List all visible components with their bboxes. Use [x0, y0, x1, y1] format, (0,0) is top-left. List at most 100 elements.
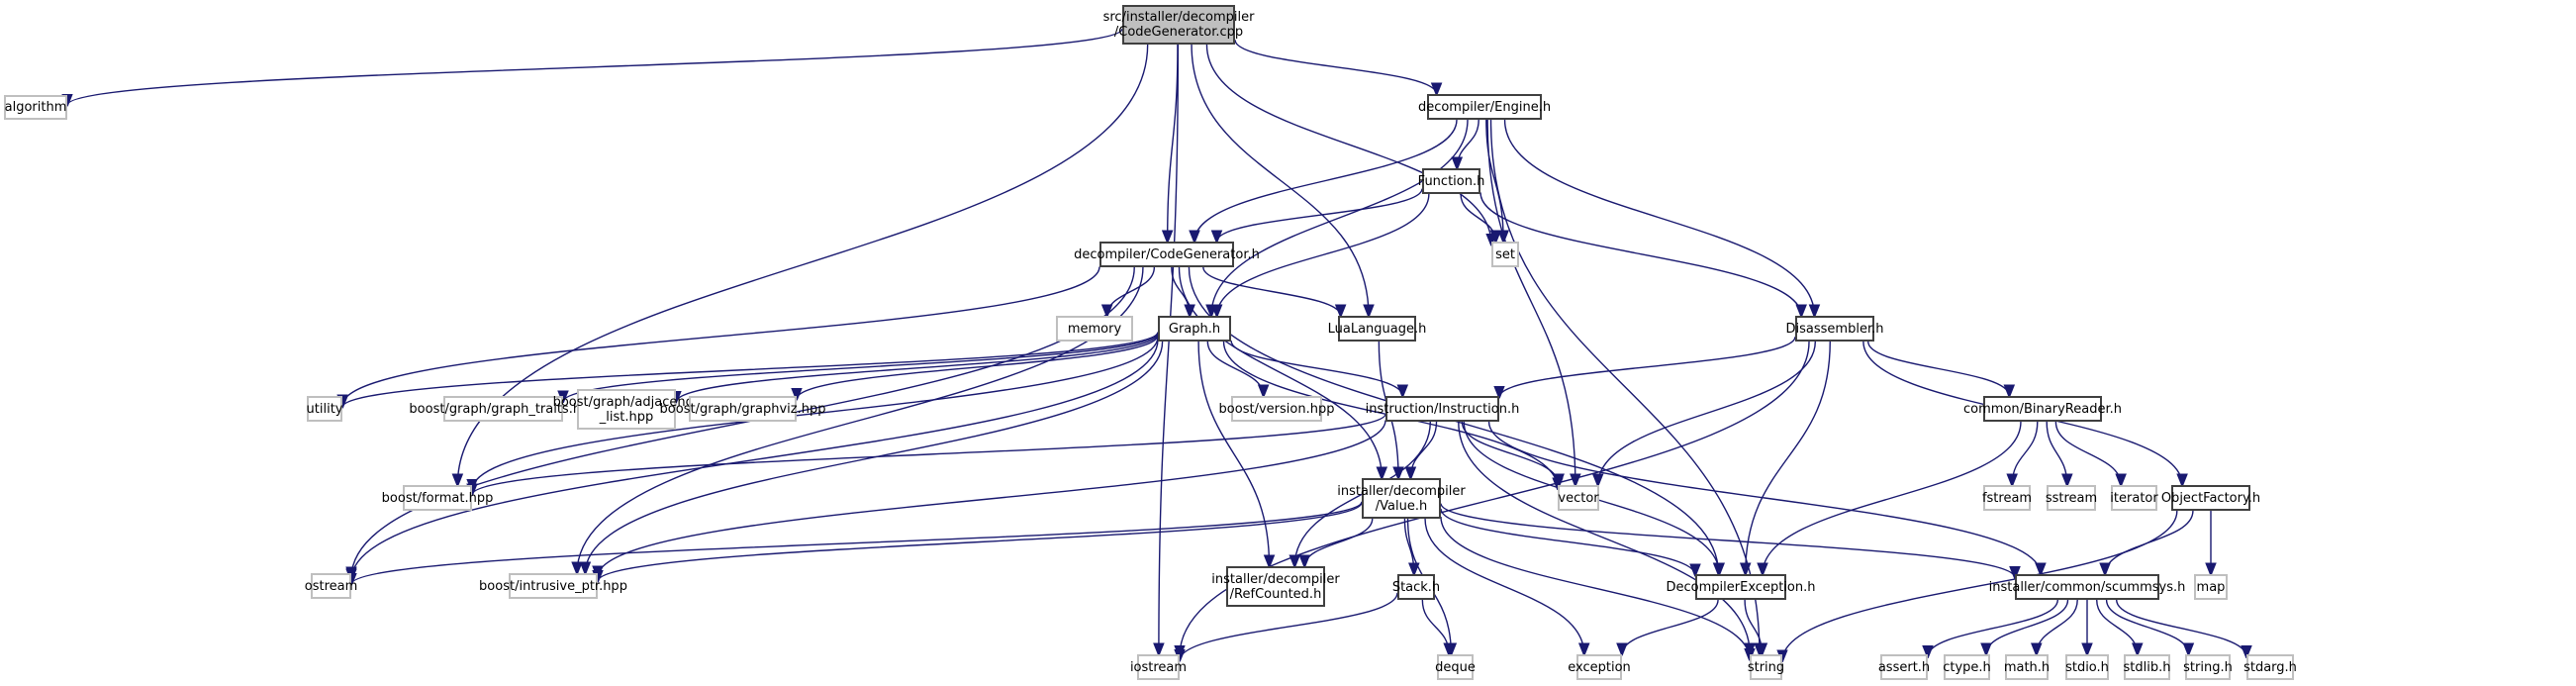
edge-root-to-codegen_h: [1168, 44, 1179, 242]
node-boost-graphviz[interactable]: boost/graph/graphviz.hpp: [660, 396, 825, 422]
node-instruction-h[interactable]: instruction/Instruction.h: [1366, 396, 1519, 422]
node-math-h[interactable]: math.h: [2004, 654, 2050, 680]
edge-instruction-to-string: [1458, 421, 1750, 654]
edge-stack-to-iostream: [1180, 592, 1398, 660]
node-fstream[interactable]: fstream: [1982, 485, 2032, 511]
edge-graph-to-version: [1206, 341, 1263, 396]
node-disassembler-h[interactable]: Disassembler.h: [1786, 316, 1883, 342]
node-ctype-h[interactable]: ctype.h: [1943, 654, 1991, 680]
edge-function-to-disasm: [1479, 192, 1801, 316]
edge-graph-to-refcounted: [1197, 341, 1269, 566]
edge-codegen_h-to-lualang: [1202, 266, 1341, 316]
node-string[interactable]: string: [1748, 654, 1784, 680]
edge-engine-to-vector: [1486, 119, 1575, 485]
node-refcounted-h[interactable]: installer/decompiler /RefCounted.h: [1211, 566, 1340, 607]
edge-disasm-to-vector: [1598, 341, 1817, 485]
node-stack-h[interactable]: Stack.h: [1392, 574, 1440, 600]
node-assert-h[interactable]: assert.h: [1878, 654, 1930, 680]
node-vector[interactable]: vector: [1558, 485, 1599, 511]
edge-scummsys-to-stdarg: [2115, 599, 2246, 656]
node-set[interactable]: set: [1491, 242, 1519, 267]
edge-scummsys-to-string_h: [2105, 599, 2189, 654]
edge-value-to-string: [1440, 517, 1750, 659]
node-stdio-h[interactable]: stdio.h: [2065, 654, 2109, 680]
edge-engine-to-graph: [1211, 119, 1469, 316]
edge-graph-to-ostream: [351, 340, 1159, 580]
node-engine-h[interactable]: decompiler/Engine.h: [1418, 94, 1551, 120]
node-boost-intrusive-ptr[interactable]: boost/intrusive_ptr.hpp: [479, 573, 627, 599]
edge-binreader-to-iterator: [2054, 421, 2121, 485]
edge-codegen_h-to-memory: [1107, 266, 1156, 316]
node-exception[interactable]: exception: [1568, 654, 1631, 680]
node-memory[interactable]: memory: [1056, 316, 1133, 342]
node-root-codegenerator-cpp[interactable]: src/installer/decompiler /CodeGenerator.…: [1103, 5, 1254, 45]
edge-value-to-stack: [1403, 518, 1413, 574]
node-stdarg-h[interactable]: stdarg.h: [2243, 654, 2297, 680]
node-boost-format[interactable]: boost/format.hpp: [382, 485, 493, 511]
edge-codegen_h-to-utility: [342, 266, 1100, 405]
edge-function-to-graph: [1217, 193, 1430, 316]
edge-value-to-ostream: [351, 501, 1363, 585]
node-sstream[interactable]: sstream: [2046, 485, 2097, 511]
edge-engine-to-disasm: [1503, 119, 1815, 316]
edge-root-to-lualang: [1191, 44, 1369, 316]
node-iostream[interactable]: iostream: [1130, 654, 1187, 680]
edge-value-to-decexc: [1440, 508, 1695, 575]
edge-instruction-to-vector: [1461, 421, 1559, 485]
node-map[interactable]: map: [2194, 574, 2228, 600]
edge-engine-to-set: [1485, 119, 1503, 242]
node-boost-graph-traits[interactable]: boost/graph/graph_traits.hpp: [409, 396, 598, 422]
node-boost-adjacency-list[interactable]: boost/graph/adjacency _list.hpp: [553, 389, 700, 430]
edge-scummsys-to-math: [2037, 599, 2078, 654]
edge-codegen_h-to-graph: [1171, 266, 1190, 316]
node-binaryreader-h[interactable]: common/BinaryReader.h: [1963, 396, 2122, 422]
edge-scummsys-to-stdlib: [2096, 599, 2138, 654]
node-objectfactory-h[interactable]: ObjectFactory.h: [2161, 485, 2260, 511]
edge-function-to-set: [1460, 193, 1495, 242]
edge-disasm-to-iostream: [1180, 341, 1810, 656]
node-stdlib-h[interactable]: stdlib.h: [2124, 654, 2171, 680]
node-value-h[interactable]: installer/decompiler /Value.h: [1337, 478, 1466, 519]
node-lualanguage-h[interactable]: LuaLanguage.h: [1328, 316, 1426, 342]
edge-graph-to-format: [472, 337, 1159, 490]
edge-engine-to-function: [1457, 119, 1479, 168]
node-utility[interactable]: utility: [307, 396, 342, 422]
edge-value-to-exception: [1424, 518, 1584, 654]
edge-binreader-to-sstream: [2046, 421, 2067, 485]
node-iterator[interactable]: iterator: [2110, 485, 2158, 511]
edge-engine-to-codegen_h: [1194, 119, 1458, 242]
edge-binreader-to-decexc: [1763, 421, 2022, 574]
edge-root-to-set: [1205, 44, 1491, 245]
edge-root-to-algorithm: [67, 28, 1123, 105]
edge-root-to-iostream: [1159, 44, 1180, 654]
node-string-h[interactable]: string.h: [2183, 654, 2233, 680]
edge-function-to-codegen_h: [1217, 188, 1423, 242]
node-graph-h[interactable]: Graph.h: [1158, 316, 1231, 342]
node-function-h[interactable]: Function.h: [1418, 168, 1484, 194]
edge-decexc-to-exception: [1622, 599, 1719, 654]
edge-codegen_h-to-value: [1178, 266, 1382, 478]
edge-disasm-to-instruction: [1499, 336, 1796, 397]
edge-stack-to-deque: [1421, 599, 1449, 654]
node-deque[interactable]: deque: [1435, 654, 1476, 680]
node-codegenerator-h[interactable]: decompiler/CodeGenerator.h: [1074, 242, 1260, 267]
edge-instruction-to-intrusive: [598, 420, 1386, 577]
node-boost-version[interactable]: boost/version.hpp: [1219, 396, 1334, 422]
edge-root-to-engine: [1234, 40, 1437, 94]
edge-value-to-intrusive: [598, 502, 1363, 582]
edge-disasm-to-decexc: [1746, 341, 1831, 574]
node-scummsys-h[interactable]: installer/common/scummsys.h: [1989, 574, 2185, 600]
edge-binreader-to-fstream: [2012, 421, 2039, 485]
edge-disasm-to-binreader: [1867, 341, 2010, 396]
edge-scummsys-to-ctype: [1986, 599, 2069, 654]
node-algorithm[interactable]: algorithm: [4, 95, 67, 120]
node-decompilerexception-h[interactable]: DecompilerException.h: [1667, 574, 1815, 600]
edge-value-to-scummsys: [1440, 503, 2015, 578]
edge-value-to-refcounted: [1304, 518, 1374, 566]
node-ostream[interactable]: ostream: [305, 573, 357, 599]
edge-graph-to-adjacency: [676, 333, 1159, 402]
edge-graph-to-instruction: [1230, 340, 1402, 396]
edge-codegen_h-to-ostream: [351, 266, 1135, 578]
